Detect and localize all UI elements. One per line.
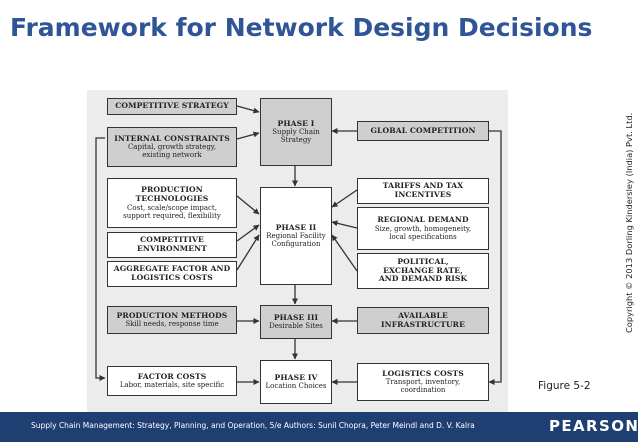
arrow-technologies-to-phase2 (236, 195, 260, 215)
aggregate-factor-title-2: LOGISTICS COSTS (131, 273, 213, 282)
political-risk-title-1: POLITICAL, (397, 256, 449, 266)
pearson-logo: PEARSON (549, 417, 638, 435)
phase-1-detail-2: Strategy (280, 136, 312, 145)
logistics-costs-box: LOGISTICS COSTS Transport, inventory, co… (357, 363, 489, 401)
competitive-environment-title-1: COMPETITIVE (140, 235, 204, 245)
competitive-strategy-title: COMPETITIVE STRATEGY (115, 101, 229, 111)
slide-title: Framework for Network Design Decisions (10, 13, 593, 42)
phase-3-detail: Desirable Sites (269, 322, 323, 331)
production-technologies-box: PRODUCTION TECHNOLOGIES Cost, scale/scop… (107, 178, 237, 228)
competitive-environment-title-2: ENVIRONMENT (137, 244, 207, 253)
production-technologies-title-1: PRODUCTION (141, 185, 203, 195)
network-design-framework-diagram: COMPETITIVE STRATEGY INTERNAL CONSTRAINT… (87, 90, 508, 412)
production-technologies-title-2: TECHNOLOGIES (135, 193, 209, 203)
regional-demand-box: REGIONAL DEMAND Size, growth, homogeneit… (357, 207, 489, 250)
production-technologies-detail-2: support required, flexibility (123, 211, 221, 220)
logistics-costs-detail-1: Transport, inventory, (385, 378, 461, 387)
internal-constraints-detail-1: Capital, growth strategy, (127, 143, 217, 152)
copyright-notice: Copyright © 2013 Dorling Kindersley (Ind… (624, 112, 634, 333)
tariffs-title-1: TARIFFS AND TAX (382, 181, 464, 191)
arrow-strategy-to-phase1 (236, 105, 260, 114)
diagram-connectors (95, 105, 502, 385)
available-infrastructure-box: AVAILABLE INFRASTRUCTURE (357, 307, 489, 334)
right-feedback-bracket (488, 130, 502, 385)
figure-caption: Figure 5-2 (538, 380, 591, 392)
global-competition-title: GLOBAL COMPETITION (370, 125, 476, 135)
political-risk-title-3: AND DEMAND RISK (378, 274, 468, 284)
regional-demand-title: REGIONAL DEMAND (377, 215, 469, 225)
aggregate-factor-box: AGGREGATE FACTOR AND LOGISTICS COSTS (107, 261, 237, 287)
phase-3-title: PHASE III (273, 312, 319, 322)
aggregate-factor-title-1: AGGREGATE FACTOR AND (113, 264, 231, 274)
regional-demand-detail-1: Size, growth, homogeneity, (374, 224, 472, 233)
footer-citation: Supply Chain Management: Strategy, Plann… (31, 421, 475, 430)
internal-constraints-box: INTERNAL CONSTRAINTS Capital, growth str… (107, 127, 237, 167)
footer-bar: Supply Chain Management: Strategy, Plann… (0, 412, 638, 442)
phase-2-detail-2: Configuration (271, 240, 321, 249)
political-risk-box: POLITICAL, EXCHANGE RATE, AND DEMAND RIS… (357, 253, 489, 289)
internal-constraints-title: INTERNAL CONSTRAINTS (114, 133, 230, 143)
tariffs-box: TARIFFS AND TAX INCENTIVES (357, 178, 489, 204)
available-infrastructure-title-2: INFRASTRUCTURE (381, 319, 465, 329)
competitive-strategy-box: COMPETITIVE STRATEGY (107, 98, 237, 115)
phase-2-box: PHASE II Regional Facility Configuration (260, 187, 332, 285)
factor-costs-title: FACTOR COSTS (137, 371, 207, 381)
competitive-environment-box: COMPETITIVE ENVIRONMENT (107, 232, 237, 258)
phase-1-detail-1: Supply Chain (272, 128, 320, 137)
arrow-tariffs-to-phase2 (331, 189, 358, 208)
phase-4-box: PHASE IV Location Choices (260, 360, 332, 404)
global-competition-box: GLOBAL COMPETITION (357, 121, 489, 141)
tariffs-title-2: INCENTIVES (394, 190, 452, 199)
production-methods-title: PRODUCTION METHODS (116, 310, 228, 320)
phase-3-box: PHASE III Desirable Sites (260, 305, 332, 339)
logistics-costs-title: LOGISTICS COSTS (382, 368, 464, 378)
phase-1-box: PHASE I Supply Chain Strategy (260, 98, 332, 166)
arrow-constraints-to-phase1 (236, 131, 260, 140)
arrow-environment-to-phase2 (236, 224, 260, 242)
phase-4-detail: Location Choices (265, 382, 327, 391)
phase-1-title: PHASE I (277, 118, 315, 128)
left-feedback-bracket (95, 137, 106, 381)
arrow-political-to-phase2 (331, 234, 358, 272)
phase-2-title: PHASE II (275, 222, 317, 232)
phase-2-detail-1: Regional Facility (266, 232, 326, 241)
production-methods-box: PRODUCTION METHODS Skill needs, response… (107, 306, 237, 334)
arrow-aggregate-to-phase2 (236, 234, 260, 271)
logistics-costs-detail-2: coordination (400, 386, 446, 395)
production-technologies-detail-1: Cost, scale/scope impact, (127, 203, 217, 212)
regional-demand-detail-2: local specifications (389, 232, 457, 241)
factor-costs-detail: Labor, materials, site specific (119, 381, 225, 390)
factor-costs-box: FACTOR COSTS Labor, materials, site spec… (107, 366, 237, 396)
internal-constraints-detail-2: existing network (142, 151, 202, 160)
available-infrastructure-title-1: AVAILABLE (398, 310, 448, 320)
production-methods-detail: Skill needs, response time (125, 320, 219, 329)
phase-4-title: PHASE IV (274, 372, 318, 382)
arrow-demand-to-phase2 (331, 220, 358, 229)
political-risk-title-2: EXCHANGE RATE, (383, 265, 463, 275)
